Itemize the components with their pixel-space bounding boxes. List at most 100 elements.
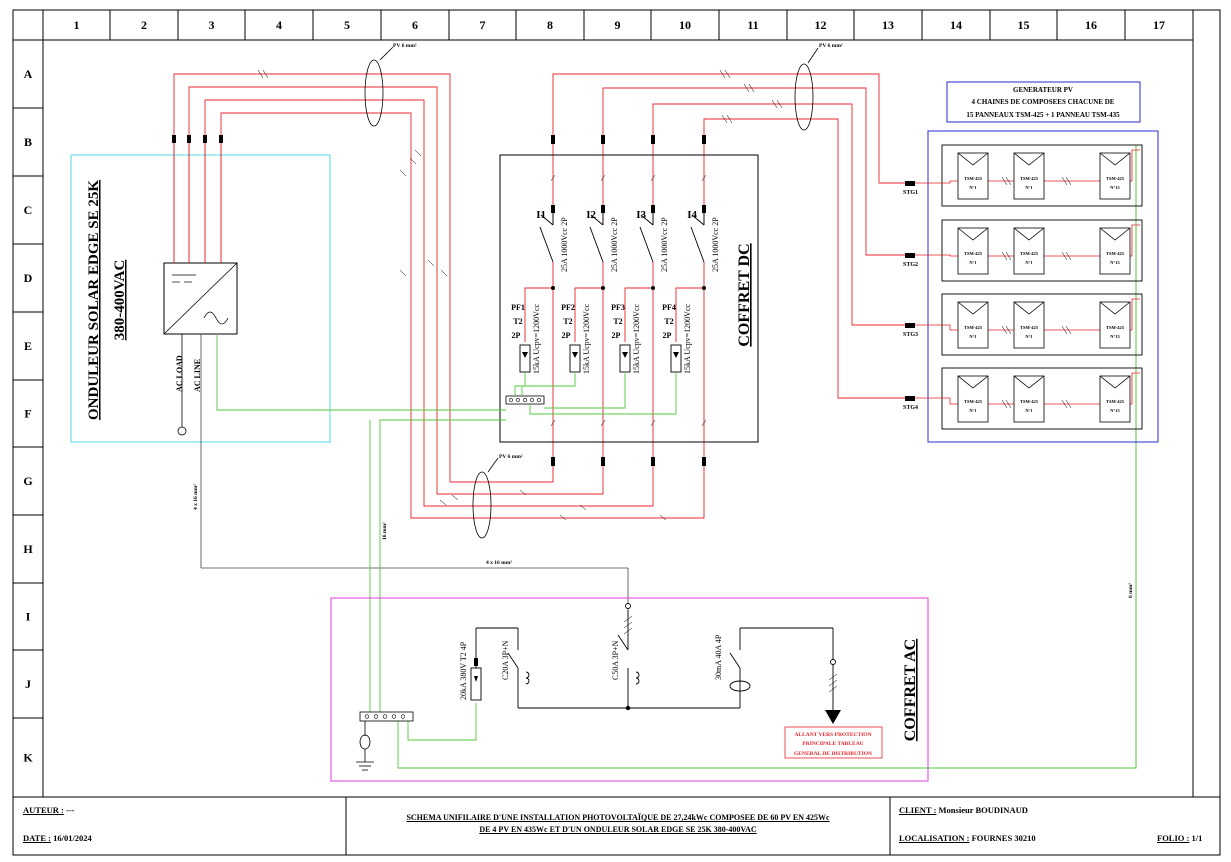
panel-number: N°1 — [1025, 260, 1033, 265]
pv-generator: GENERATEUR PV 4 CHAINES DE COMPOSEES CHA… — [903, 81, 1159, 443]
panel-number: N°1 — [1025, 185, 1033, 190]
panel-number: N°1 — [969, 260, 977, 265]
earth-cable-6mm-label: 6 mm² — [1128, 583, 1134, 598]
panel-number: N°15 — [1110, 185, 1120, 190]
column-label: 15 — [1018, 18, 1030, 32]
row-label: C — [24, 203, 33, 217]
rcd-label: 30mA 40A 4P — [714, 634, 723, 680]
panel-model: TSM-425 — [1020, 325, 1039, 330]
pv-panel — [957, 375, 989, 423]
panel-number: N°1 — [969, 185, 977, 190]
earth-cable-16mm-label: 16 mm² — [382, 522, 388, 540]
ac-box-title: COFFRET AC — [902, 639, 919, 741]
breaker1-label: C20A 3P+N — [501, 640, 510, 680]
panel-number: N°15 — [1110, 334, 1120, 339]
dc-wiring — [173, 73, 908, 519]
string-connector — [905, 323, 915, 328]
drawing-title: SCHEMA UNIFILAIRE D'UNE INSTALLATION PHO… — [346, 812, 890, 836]
row-label: H — [23, 542, 33, 556]
spd-id: PF2 — [561, 303, 575, 312]
ac-box-enclosure — [330, 597, 929, 782]
pv-cable-label-bottom: PV 6 mm² — [499, 454, 523, 460]
row-label: F — [24, 407, 31, 421]
isolator-id: I4 — [687, 209, 697, 221]
dc-box-enclosure — [499, 154, 759, 443]
pv-panel — [1099, 152, 1131, 200]
cable-bundle-markers — [364, 46, 819, 539]
isolator-id: I1 — [536, 209, 546, 221]
inverter-section: ONDULEUR SOLAR EDGE SE 25K 380-400VAC AC… — [70, 135, 629, 610]
spd-poles: 2P — [612, 331, 621, 340]
pv-panel — [957, 301, 989, 349]
panel-number: N°1 — [1025, 408, 1033, 413]
pv-panel — [1013, 301, 1045, 349]
generator-title: GENERATEUR PV — [1013, 86, 1073, 94]
ac-load-label: AC LOAD — [175, 355, 184, 392]
string-label: STG1 — [903, 190, 918, 196]
spd-type: T2 — [513, 317, 522, 326]
pv-panel — [1099, 227, 1131, 275]
drawing-title-line2: DE 4 PV EN 435Wc ET D'UN ONDULEUR SOLAR … — [479, 825, 757, 834]
row-label: K — [23, 751, 33, 765]
spd-id: PF4 — [662, 303, 676, 312]
ac-line-label: AC LINE — [193, 359, 202, 392]
panel-model: TSM-425 — [1106, 251, 1125, 256]
folio-label: FOLIO : — [1157, 833, 1190, 843]
isolator-rating: 25A 1000Vcc 2P — [660, 217, 669, 272]
string-label: STG2 — [903, 262, 918, 268]
distribution-note-3: GENERAL DE DISTRIBUTION — [794, 751, 872, 757]
author-label: AUTEUR : — [23, 805, 64, 815]
earth-ground-symbol — [356, 721, 374, 771]
row-label: E — [24, 339, 32, 353]
pv-panel — [957, 152, 989, 200]
column-label: 5 — [344, 18, 350, 32]
inverter-title: ONDULEUR SOLAR EDGE SE 25K — [86, 180, 102, 420]
distribution-note-1: ALLANT VERS PROTECTION — [794, 732, 871, 738]
spd-poles: 2P — [663, 331, 672, 340]
location-label: LOCALISATION : — [899, 833, 970, 843]
string-label: STG4 — [903, 405, 918, 411]
string-connector — [905, 181, 915, 186]
panel-model: TSM-425 — [1106, 176, 1125, 181]
spd-rating: 15kA Ucpv=1200Vcc — [683, 303, 692, 374]
drawing-title-line1: SCHEMA UNIFILAIRE D'UNE INSTALLATION PHO… — [406, 813, 830, 822]
row-label: I — [26, 610, 31, 624]
column-label: 11 — [747, 18, 758, 32]
drawing-frame — [12, 9, 1221, 856]
ac-spd-label: 20kA 380V T2 4P — [459, 641, 468, 700]
dc-earth-bar — [505, 395, 545, 405]
panel-model: TSM-425 — [1106, 399, 1125, 404]
distribution-note-2: PRINCIPALE TABLEAU — [802, 741, 863, 747]
dc-tick-marks — [257, 69, 783, 521]
folio-value: 1/1 — [1191, 833, 1203, 843]
column-label: 6 — [412, 18, 418, 32]
column-label: 4 — [276, 18, 282, 32]
column-label: 12 — [815, 18, 827, 32]
generator-enclosure — [927, 130, 1159, 443]
spd-type: T2 — [613, 317, 622, 326]
generator-desc-2: 15 PANNEAUX TSM-425 + 1 PANNEAU TSM-435 — [966, 111, 1120, 119]
spd-poles: 2P — [562, 331, 571, 340]
isolator-rating: 25A 1000Vcc 2P — [610, 217, 619, 272]
generator-title-box — [946, 81, 1141, 123]
location-value: FOURNES 30210 — [971, 833, 1036, 843]
pv-cable-label-left: PV 6 mm² — [393, 43, 417, 49]
pv-panel — [1013, 375, 1045, 423]
column-label: 8 — [547, 18, 553, 32]
string-connector — [905, 396, 915, 401]
spd-rating: 15kA Ucpv=1200Vcc — [532, 303, 541, 374]
column-label: 13 — [882, 18, 894, 32]
earth-wiring — [216, 145, 1137, 769]
pv-panel — [1099, 375, 1131, 423]
surge-protectors — [519, 344, 682, 373]
author-value: --- — [65, 805, 75, 815]
panel-model: TSM-425 — [1106, 325, 1125, 330]
column-label: 16 — [1085, 18, 1097, 32]
row-label: B — [24, 135, 32, 149]
string-label: STG3 — [903, 332, 918, 338]
spd-id: PF3 — [611, 303, 625, 312]
